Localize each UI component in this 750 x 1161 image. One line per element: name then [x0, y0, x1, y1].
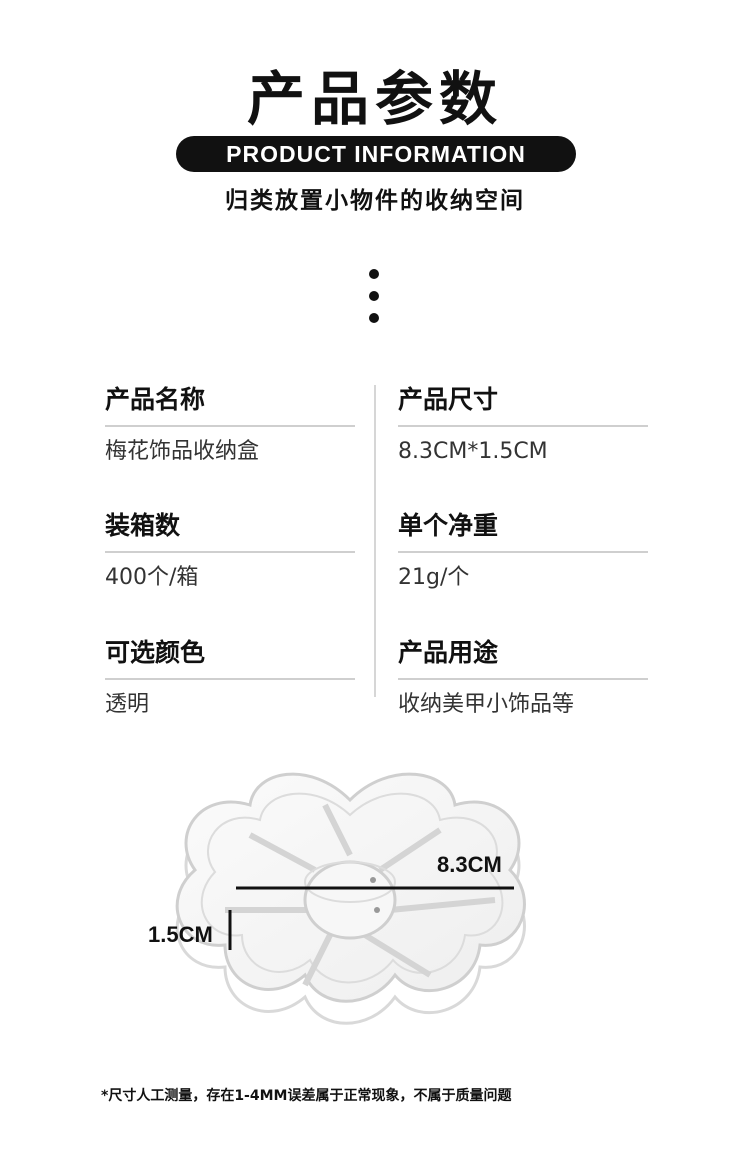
spec-value: 21g/个: [398, 565, 470, 590]
spec-value: 8.3CM*1.5CM: [398, 439, 548, 464]
dot: [369, 313, 379, 323]
dot: [369, 269, 379, 279]
width-dimension-label: 8.3CM: [437, 852, 502, 877]
dot: [369, 291, 379, 301]
hub-pin: [374, 907, 380, 913]
spec-label: 产品名称: [105, 385, 206, 414]
page-title: 产品参数: [246, 65, 503, 133]
spec-usage: 产品用途 收纳美甲小饰品等: [398, 636, 648, 720]
spec-divider: [105, 551, 355, 553]
spec-divider: [398, 678, 648, 680]
spec-net-weight: 单个净重 21g/个: [398, 509, 648, 593]
measurement-footnote: *尺寸人工测量，存在1-4MM误差属于正常现象，不属于质量问题: [101, 1088, 512, 1104]
spec-label: 产品尺寸: [398, 385, 499, 414]
spec-divider: [105, 425, 355, 427]
product-image: [175, 772, 526, 1025]
spec-color: 可选颜色 透明: [105, 636, 355, 720]
spec-value: 梅花饰品收纳盒: [105, 439, 260, 464]
hub-pin: [370, 877, 376, 883]
spec-value: 400个/箱: [105, 565, 199, 590]
box-inner-outline: [200, 792, 504, 984]
center-hub: [303, 860, 397, 940]
spec-divider: [398, 425, 648, 427]
column-divider: [374, 385, 376, 697]
spec-divider: [105, 678, 355, 680]
english-title-pill: PRODUCT INFORMATION: [176, 136, 576, 172]
height-dimension-label: 1.5CM: [148, 922, 213, 947]
spec-product-name: 产品名称 梅花饰品收纳盒: [105, 383, 355, 467]
compartment-dividers: [225, 803, 496, 987]
vertical-dots-icon: [369, 269, 381, 335]
spec-value: 收纳美甲小饰品等: [398, 692, 575, 717]
center-hub-top: [304, 861, 396, 903]
spec-label: 产品用途: [398, 638, 499, 667]
spec-box-quantity: 装箱数 400个/箱: [105, 509, 355, 593]
spec-value: 透明: [105, 692, 150, 717]
spec-label: 装箱数: [105, 511, 181, 540]
spec-label: 可选颜色: [105, 638, 206, 667]
spec-divider: [398, 551, 648, 553]
spec-product-size: 产品尺寸 8.3CM*1.5CM: [398, 383, 648, 467]
spec-label: 单个净重: [398, 511, 499, 540]
page-subtitle: 归类放置小物件的收纳空间: [225, 188, 525, 214]
